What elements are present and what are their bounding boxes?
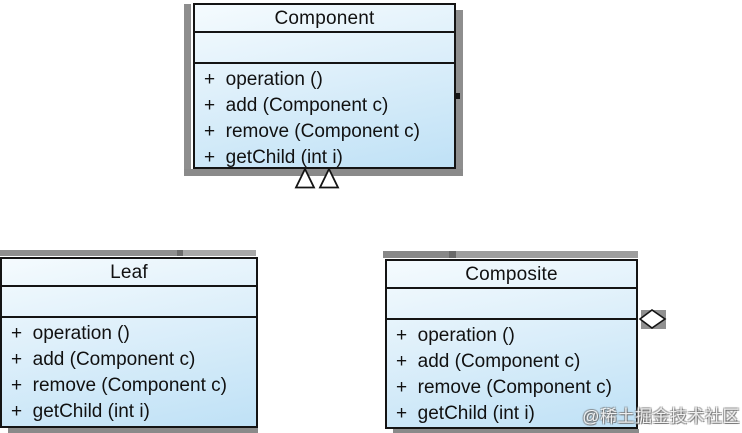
class-title: Leaf xyxy=(2,259,256,287)
operation-row: + operation () xyxy=(204,69,323,90)
operations-compartment: + operation () + add (Component c) + rem… xyxy=(195,64,454,171)
component-bottom-shadow xyxy=(184,169,463,176)
generalization-triangle-composite-icon xyxy=(318,168,340,189)
attributes-compartment xyxy=(387,289,636,320)
operation-row: + operation () xyxy=(11,323,130,344)
composite-top-shadow-notch xyxy=(449,251,456,258)
generalization-triangle-leaf-icon xyxy=(294,168,316,189)
operations-compartment: + operation () + add (Component c) + rem… xyxy=(387,320,636,427)
aggregation-diamond-icon xyxy=(638,309,667,329)
operation-row: + remove (Component c) xyxy=(204,121,420,142)
operation-row: + add (Component c) xyxy=(396,351,581,372)
leaf-top-shadow-bar xyxy=(0,250,177,256)
operation-row: + operation () xyxy=(396,325,515,346)
watermark: @稀土掘金技术社区 xyxy=(582,407,740,426)
operation-row: + add (Component c) xyxy=(204,95,389,116)
aggregation-connector-stub xyxy=(455,93,460,99)
operation-row: + getChild (int i) xyxy=(204,147,343,168)
attributes-compartment xyxy=(195,33,454,64)
component-left-shadow xyxy=(184,4,191,176)
leaf-bottom-shadow xyxy=(8,428,258,433)
operation-row: + remove (Component c) xyxy=(396,377,612,398)
class-title: Component xyxy=(195,5,454,33)
class-title: Composite xyxy=(387,261,636,289)
class-box-composite: Composite + operation () + add (Componen… xyxy=(385,259,638,429)
composite-top-shadow-bar-right xyxy=(456,251,638,258)
generalization-arrowheads-icon xyxy=(294,168,340,189)
leaf-top-shadow-notch xyxy=(177,250,183,256)
operation-row: + remove (Component c) xyxy=(11,375,227,396)
composite-bottom-shadow xyxy=(393,429,639,433)
operations-compartment: + operation () + add (Component c) + rem… xyxy=(2,318,256,425)
attributes-compartment xyxy=(2,287,256,318)
class-box-component: Component + operation () + add (Componen… xyxy=(193,3,456,169)
leaf-top-shadow-bar-right xyxy=(183,250,256,256)
operation-row: + getChild (int i) xyxy=(11,401,150,422)
composite-top-shadow-bar xyxy=(383,251,449,258)
operation-row: + add (Component c) xyxy=(11,349,196,370)
operation-row: + getChild (int i) xyxy=(396,403,535,424)
class-box-leaf: Leaf + operation () + add (Component c) … xyxy=(0,257,258,428)
